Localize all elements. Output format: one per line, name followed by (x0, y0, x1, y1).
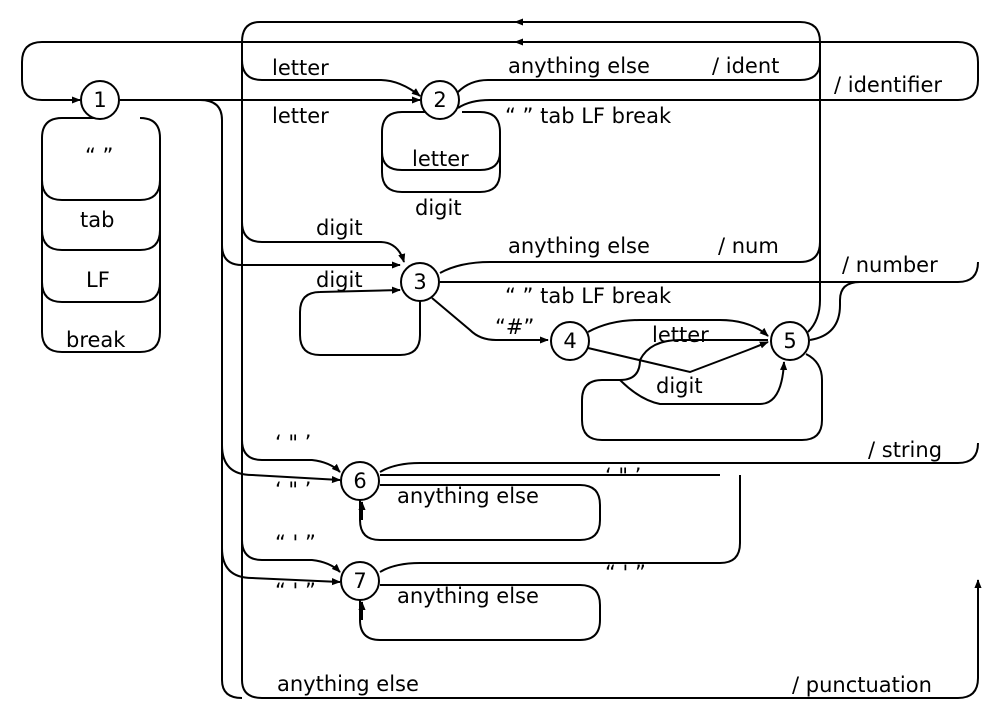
state-1-loop-div-3 (41, 281, 161, 303)
label-bottom-anything-else: anything else (277, 672, 419, 696)
label-number: / number (842, 253, 938, 277)
edge-quote-upper-to-7 (241, 539, 341, 573)
label-s6-close-quote: ‘ " ’ (605, 464, 641, 488)
label-s1-lf: LF (86, 268, 110, 292)
edge-return-to-state-1 (21, 41, 979, 104)
label-letter-lower: letter (272, 104, 329, 128)
label-digit-lower: digit (316, 268, 363, 292)
edge-4-to-5-letter (587, 319, 769, 337)
edge-3-anything-else (439, 241, 821, 274)
label-s1-space: “ ” (85, 144, 113, 168)
state-3-self-loop (299, 286, 421, 356)
label-s7-close-quote: “ ' ” (605, 561, 646, 585)
label-s2-ident: / ident (712, 54, 779, 78)
state-1-label: 1 (93, 88, 106, 112)
edge-labels: “ ” tab LF break letter letter anything … (66, 54, 942, 697)
label-hash: “#” (495, 315, 534, 339)
label-string: / string (868, 438, 942, 462)
label-s3-num: / num (718, 234, 779, 258)
state-2-label: 2 (433, 88, 446, 112)
label-s1-break: break (66, 328, 126, 352)
state-1-loop-div-2 (41, 229, 161, 251)
label-s2-loop-letter: letter (412, 147, 469, 171)
label-quote6-upper: ‘ " ’ (275, 431, 311, 455)
label-digit-upper: digit (316, 216, 363, 240)
state-7[interactable]: 7 (340, 561, 380, 601)
label-punctuation: / punctuation (792, 673, 932, 697)
label-identifier: / identifier (834, 73, 942, 97)
state-4[interactable]: 4 (550, 321, 590, 361)
label-s2-loop-digit: digit (415, 196, 462, 220)
label-quote7-upper: “ ' ” (275, 531, 316, 555)
state-5-label: 5 (783, 329, 796, 353)
edge-3-whitespace (440, 261, 979, 283)
label-s7-anything-else: anything else (397, 584, 539, 608)
edge-6-string (379, 442, 979, 473)
edge-5-to-inner (807, 245, 821, 333)
state-5-loop-digit (619, 361, 788, 405)
label-s4-letter: letter (652, 323, 709, 347)
edge-quote-lower-to-6 (221, 444, 341, 484)
state-2-loop-div (381, 151, 501, 171)
state-6-self-loop (359, 484, 601, 541)
edge-state-1-spine (120, 99, 243, 699)
label-quote7-lower: “ ' ” (275, 579, 316, 603)
state-6[interactable]: 6 (340, 461, 380, 501)
state-1-loop-div-1 (41, 179, 161, 201)
edge-inner-return (241, 21, 982, 699)
edge-3-to-4 (431, 297, 549, 344)
label-letter-upper: letter (272, 56, 329, 80)
state-7-self-loop (359, 584, 601, 641)
label-s1-tab: tab (80, 208, 114, 232)
state-2-self-loop (381, 111, 501, 193)
state-3-label: 3 (413, 270, 426, 294)
label-s6-anything-else: anything else (397, 484, 539, 508)
edge-quote-upper-to-6 (241, 439, 341, 473)
state-5[interactable]: 5 (770, 321, 810, 361)
label-s2-anything-else: anything else (508, 54, 650, 78)
label-s3-anything-else: anything else (508, 234, 650, 258)
state-1[interactable]: 1 (80, 80, 120, 120)
edge-2-anything-else (457, 61, 821, 93)
edges (21, 18, 982, 699)
state-4-label: 4 (563, 329, 576, 353)
edge-digit-lower-to-3 (221, 244, 401, 269)
edge-5-number (809, 281, 861, 341)
edge-7-exit (379, 475, 741, 573)
edge-quote-lower-to-7 (221, 547, 341, 586)
state-3[interactable]: 3 (400, 262, 440, 302)
label-s2-whitespace: “ ” tab LF break (505, 104, 672, 128)
label-s4-digit: digit (656, 374, 703, 398)
state-7-label: 7 (353, 569, 366, 593)
state-6-label: 6 (353, 469, 366, 493)
edge-letter-upper-to-2 (241, 59, 421, 97)
state-2[interactable]: 2 (420, 80, 460, 120)
label-s3-whitespace: “ ” tab LF break (505, 284, 672, 308)
edge-2-whitespace (457, 79, 979, 109)
state-1-self-loop (41, 117, 161, 353)
edge-digit-upper-to-3 (241, 221, 406, 263)
states: 1 2 3 4 5 6 7 (80, 80, 810, 601)
label-quote6-lower: ‘ " ’ (275, 478, 311, 502)
state-5-self-loop (581, 339, 823, 441)
